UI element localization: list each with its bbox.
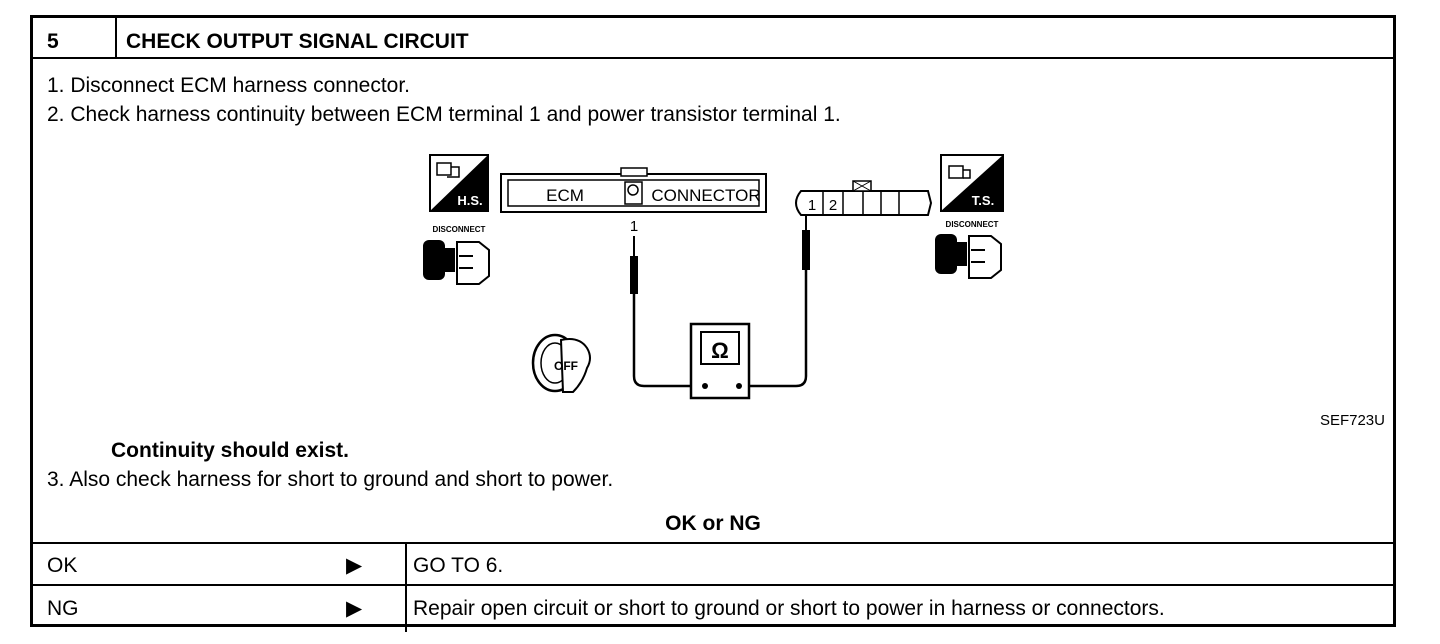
terminal-side-badge: T.S. (940, 154, 1004, 212)
step-number: 5 (47, 30, 59, 53)
ohm-icon: Ω (711, 338, 729, 363)
harness-side-badge: H.S. (429, 154, 489, 212)
ecm-label: ECM (546, 186, 584, 205)
instruction-step-2: 2. Check harness continuity between ECM … (47, 103, 841, 126)
hs-label: H.S. (457, 193, 482, 208)
decision-table-mid-rule (33, 584, 1393, 586)
ok-or-ng-prompt: OK or NG (665, 512, 761, 535)
ecm-connector: ECM CONNECTOR (500, 167, 767, 213)
ohmmeter: Ω (689, 322, 751, 400)
pt-terminal-1: 1 (808, 197, 816, 214)
header-divider (115, 18, 117, 58)
decision-table-divider (405, 542, 407, 632)
ignition-off-label: OFF (554, 359, 578, 373)
action-text-ok: GO TO 6. (413, 554, 504, 577)
disconnect-label-left: DISCONNECT (433, 225, 486, 234)
ts-label: T.S. (972, 193, 994, 208)
decision-table-top-rule (33, 542, 1393, 544)
probe-left (630, 256, 638, 294)
arrow-right-icon: ▶ (346, 597, 363, 620)
connector-label: CONNECTOR (651, 186, 760, 205)
result-label-ok: OK (47, 554, 78, 577)
diagnostic-procedure-frame: 5 CHECK OUTPUT SIGNAL CIRCUIT 1. Disconn… (30, 15, 1396, 632)
disconnect-label-right: DISCONNECT (946, 220, 999, 229)
ignition-key-icon: OFF (531, 333, 591, 393)
power-transistor-connector: 1 2 (795, 180, 933, 216)
disconnect-connector-icon (423, 240, 490, 285)
terminal-symbol-icon (948, 165, 971, 179)
action-text-ng: Repair open circuit or short to ground o… (413, 597, 1165, 620)
step-title: CHECK OUTPUT SIGNAL CIRCUIT (126, 30, 469, 53)
continuity-check-diagram: H.S. DISCONNECT ECM CONNECTOR 1 (423, 154, 1385, 428)
instruction-step-1: 1. Disconnect ECM harness connector. (47, 74, 411, 97)
instruction-step-3: 3. Also check harness for short to groun… (47, 468, 614, 491)
ecm-terminal-number: 1 (630, 218, 638, 235)
result-label-ng: NG (47, 597, 79, 620)
disconnect-connector-icon-right (935, 234, 1002, 279)
pt-terminal-2: 2 (829, 197, 837, 214)
continuity-expected-note: Continuity should exist. (111, 439, 350, 462)
probe-right (802, 230, 810, 270)
arrow-right-icon: ▶ (346, 554, 363, 577)
connector-symbol-icon (436, 162, 460, 178)
figure-code: SEF723U (1320, 412, 1385, 428)
header-rule (33, 57, 1393, 59)
